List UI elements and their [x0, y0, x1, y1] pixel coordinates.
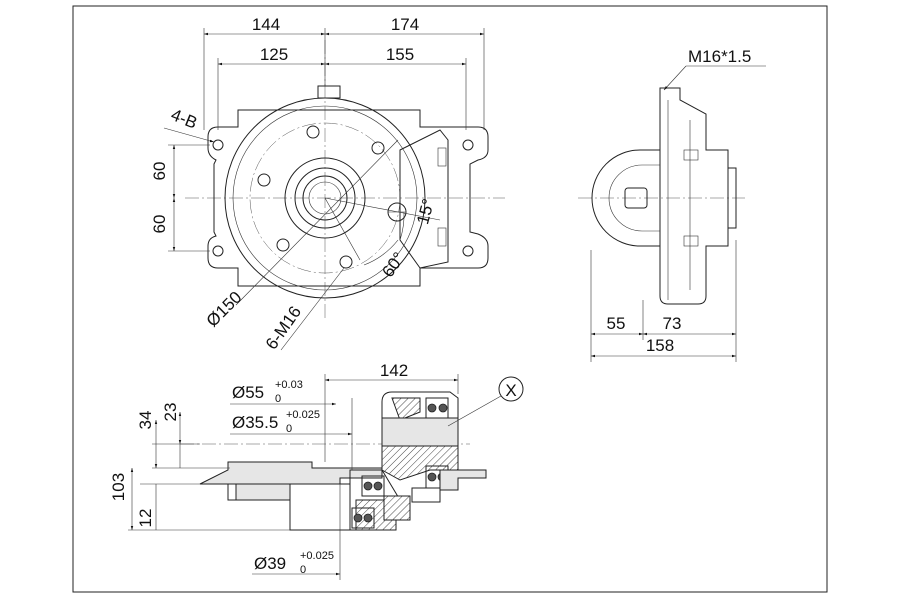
dim-60-upper: 60: [150, 162, 169, 181]
detail-marker-circle: [498, 376, 524, 402]
dim-34: 34: [136, 411, 155, 430]
label-d150: Ø150: [203, 288, 246, 331]
pinion-shaft: [439, 469, 487, 491]
tapped-hole: [371, 141, 385, 155]
tapped-hole: [276, 238, 290, 252]
bolt-hole: [212, 245, 224, 257]
dim-158: 158: [646, 336, 674, 355]
tol-d55-upper: +0.03: [275, 379, 303, 391]
mounting-flange: [207, 109, 489, 287]
label-6-m16: 6-M16: [262, 303, 305, 353]
label-m16-thread: M16*1.5: [688, 47, 751, 66]
tol-d35-upper: +0.025: [286, 409, 320, 421]
side-view: [578, 65, 766, 305]
label-detail-x: X: [505, 381, 516, 400]
dim-60-lower: 60: [150, 215, 169, 234]
shaft-bore: [302, 175, 348, 221]
top-boss: [317, 85, 341, 99]
section-view-dimensions: X 142 Ø55 +0.03 0 Ø35.5 +0.025 0 23 34 1…: [109, 361, 517, 580]
tol-d39-base: Ø39: [254, 554, 286, 573]
dim-73: 73: [663, 314, 682, 333]
label-4-b: 4-B: [168, 105, 200, 133]
side-hub: [591, 149, 661, 247]
tol-d55-base: Ø55: [232, 383, 264, 402]
dim-23: 23: [161, 403, 180, 422]
side-view-dimensions: M16*1.5 55 73 158: [590, 47, 751, 362]
bolt-hole: [462, 139, 474, 151]
tol-d35-base: Ø35.5: [232, 413, 278, 432]
section-view: [180, 376, 524, 531]
tol-d39-lower: 0: [300, 564, 306, 576]
dim-55: 55: [607, 314, 626, 333]
tapped-hole: [257, 173, 271, 187]
tapped-hole: [339, 255, 353, 269]
tol-d55-lower: 0: [275, 393, 281, 405]
dim-174: 174: [391, 15, 419, 34]
drawing-frame: [72, 5, 828, 593]
section-base-plate: [199, 461, 383, 485]
tapped-hole: [306, 125, 320, 139]
front-view: [185, 40, 505, 351]
bolt-hole: [212, 139, 224, 151]
output-shaft: [381, 417, 459, 447]
tol-d35-lower: 0: [286, 423, 292, 435]
dim-144: 144: [252, 15, 280, 34]
dim-155: 155: [386, 45, 414, 64]
dim-125: 125: [260, 45, 288, 64]
bolt-hole: [462, 245, 474, 257]
keyway: [624, 187, 648, 209]
dim-12: 12: [136, 509, 155, 528]
tol-d39-upper: +0.025: [300, 550, 334, 562]
side-flange: [659, 87, 729, 305]
dim-142: 142: [380, 361, 408, 380]
label-angle-60: 60°: [378, 249, 408, 281]
dim-103: 103: [109, 473, 128, 501]
